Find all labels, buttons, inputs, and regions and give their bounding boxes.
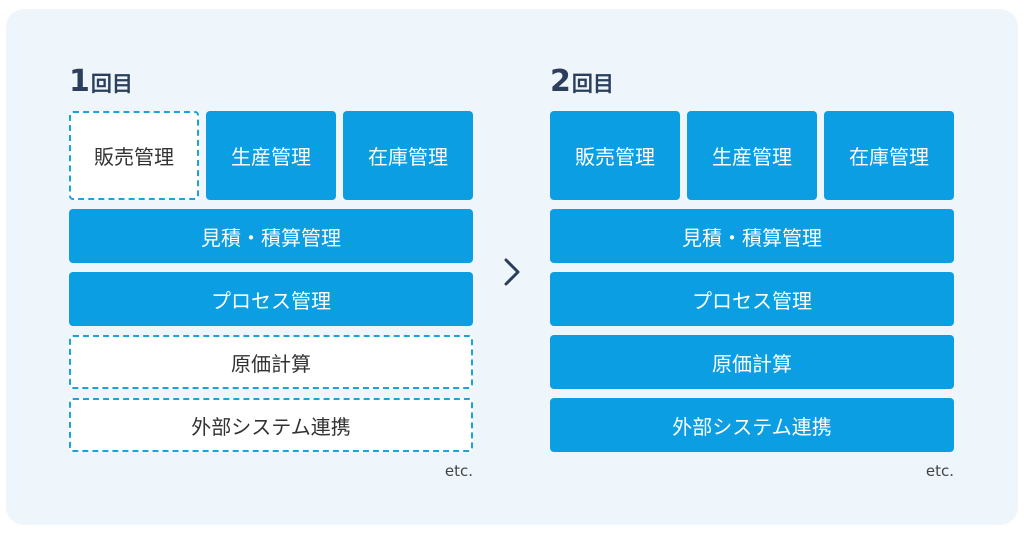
round-1-heading: 1回目 bbox=[69, 67, 133, 97]
round-2-process-box: プロセス管理 bbox=[550, 272, 954, 326]
round-1-sales-box: 販売管理 bbox=[69, 111, 199, 200]
round-1-unit: 回目 bbox=[90, 72, 133, 96]
round-2-heading: 2回目 bbox=[550, 67, 614, 97]
round-2-number: 2 bbox=[550, 64, 571, 99]
round-2-inventory-box: 在庫管理 bbox=[824, 111, 954, 200]
round-2-sales-box: 販売管理 bbox=[550, 111, 680, 200]
round-1-column: 1回目 販売管理 生産管理 在庫管理 見積・積算管理 プロセス管理 原価計算 外… bbox=[69, 9, 473, 525]
round-2-production-box: 生産管理 bbox=[687, 111, 817, 200]
round-2-column: 2回目 販売管理 生産管理 在庫管理 見積・積算管理 プロセス管理 原価計算 外… bbox=[550, 9, 954, 525]
round-1-inventory-box: 在庫管理 bbox=[343, 111, 473, 200]
round-2-integration-box: 外部システム連携 bbox=[550, 398, 954, 452]
round-1-production-box: 生産管理 bbox=[206, 111, 336, 200]
round-1-process-box: プロセス管理 bbox=[69, 272, 473, 326]
round-1-integration-box: 外部システム連携 bbox=[69, 398, 473, 452]
round-2-etc-label: etc. bbox=[925, 462, 954, 480]
round-1-costing-box: 原価計算 bbox=[69, 335, 473, 389]
round-2-estimate-box: 見積・積算管理 bbox=[550, 209, 954, 263]
round-1-number: 1 bbox=[69, 64, 90, 99]
round-1-etc-label: etc. bbox=[444, 462, 473, 480]
diagram-panel: 1回目 販売管理 生産管理 在庫管理 見積・積算管理 プロセス管理 原価計算 外… bbox=[6, 9, 1018, 525]
round-1-estimate-box: 見積・積算管理 bbox=[69, 209, 473, 263]
round-2-unit: 回目 bbox=[571, 72, 614, 96]
chevron-right-icon bbox=[504, 258, 520, 286]
round-2-costing-box: 原価計算 bbox=[550, 335, 954, 389]
